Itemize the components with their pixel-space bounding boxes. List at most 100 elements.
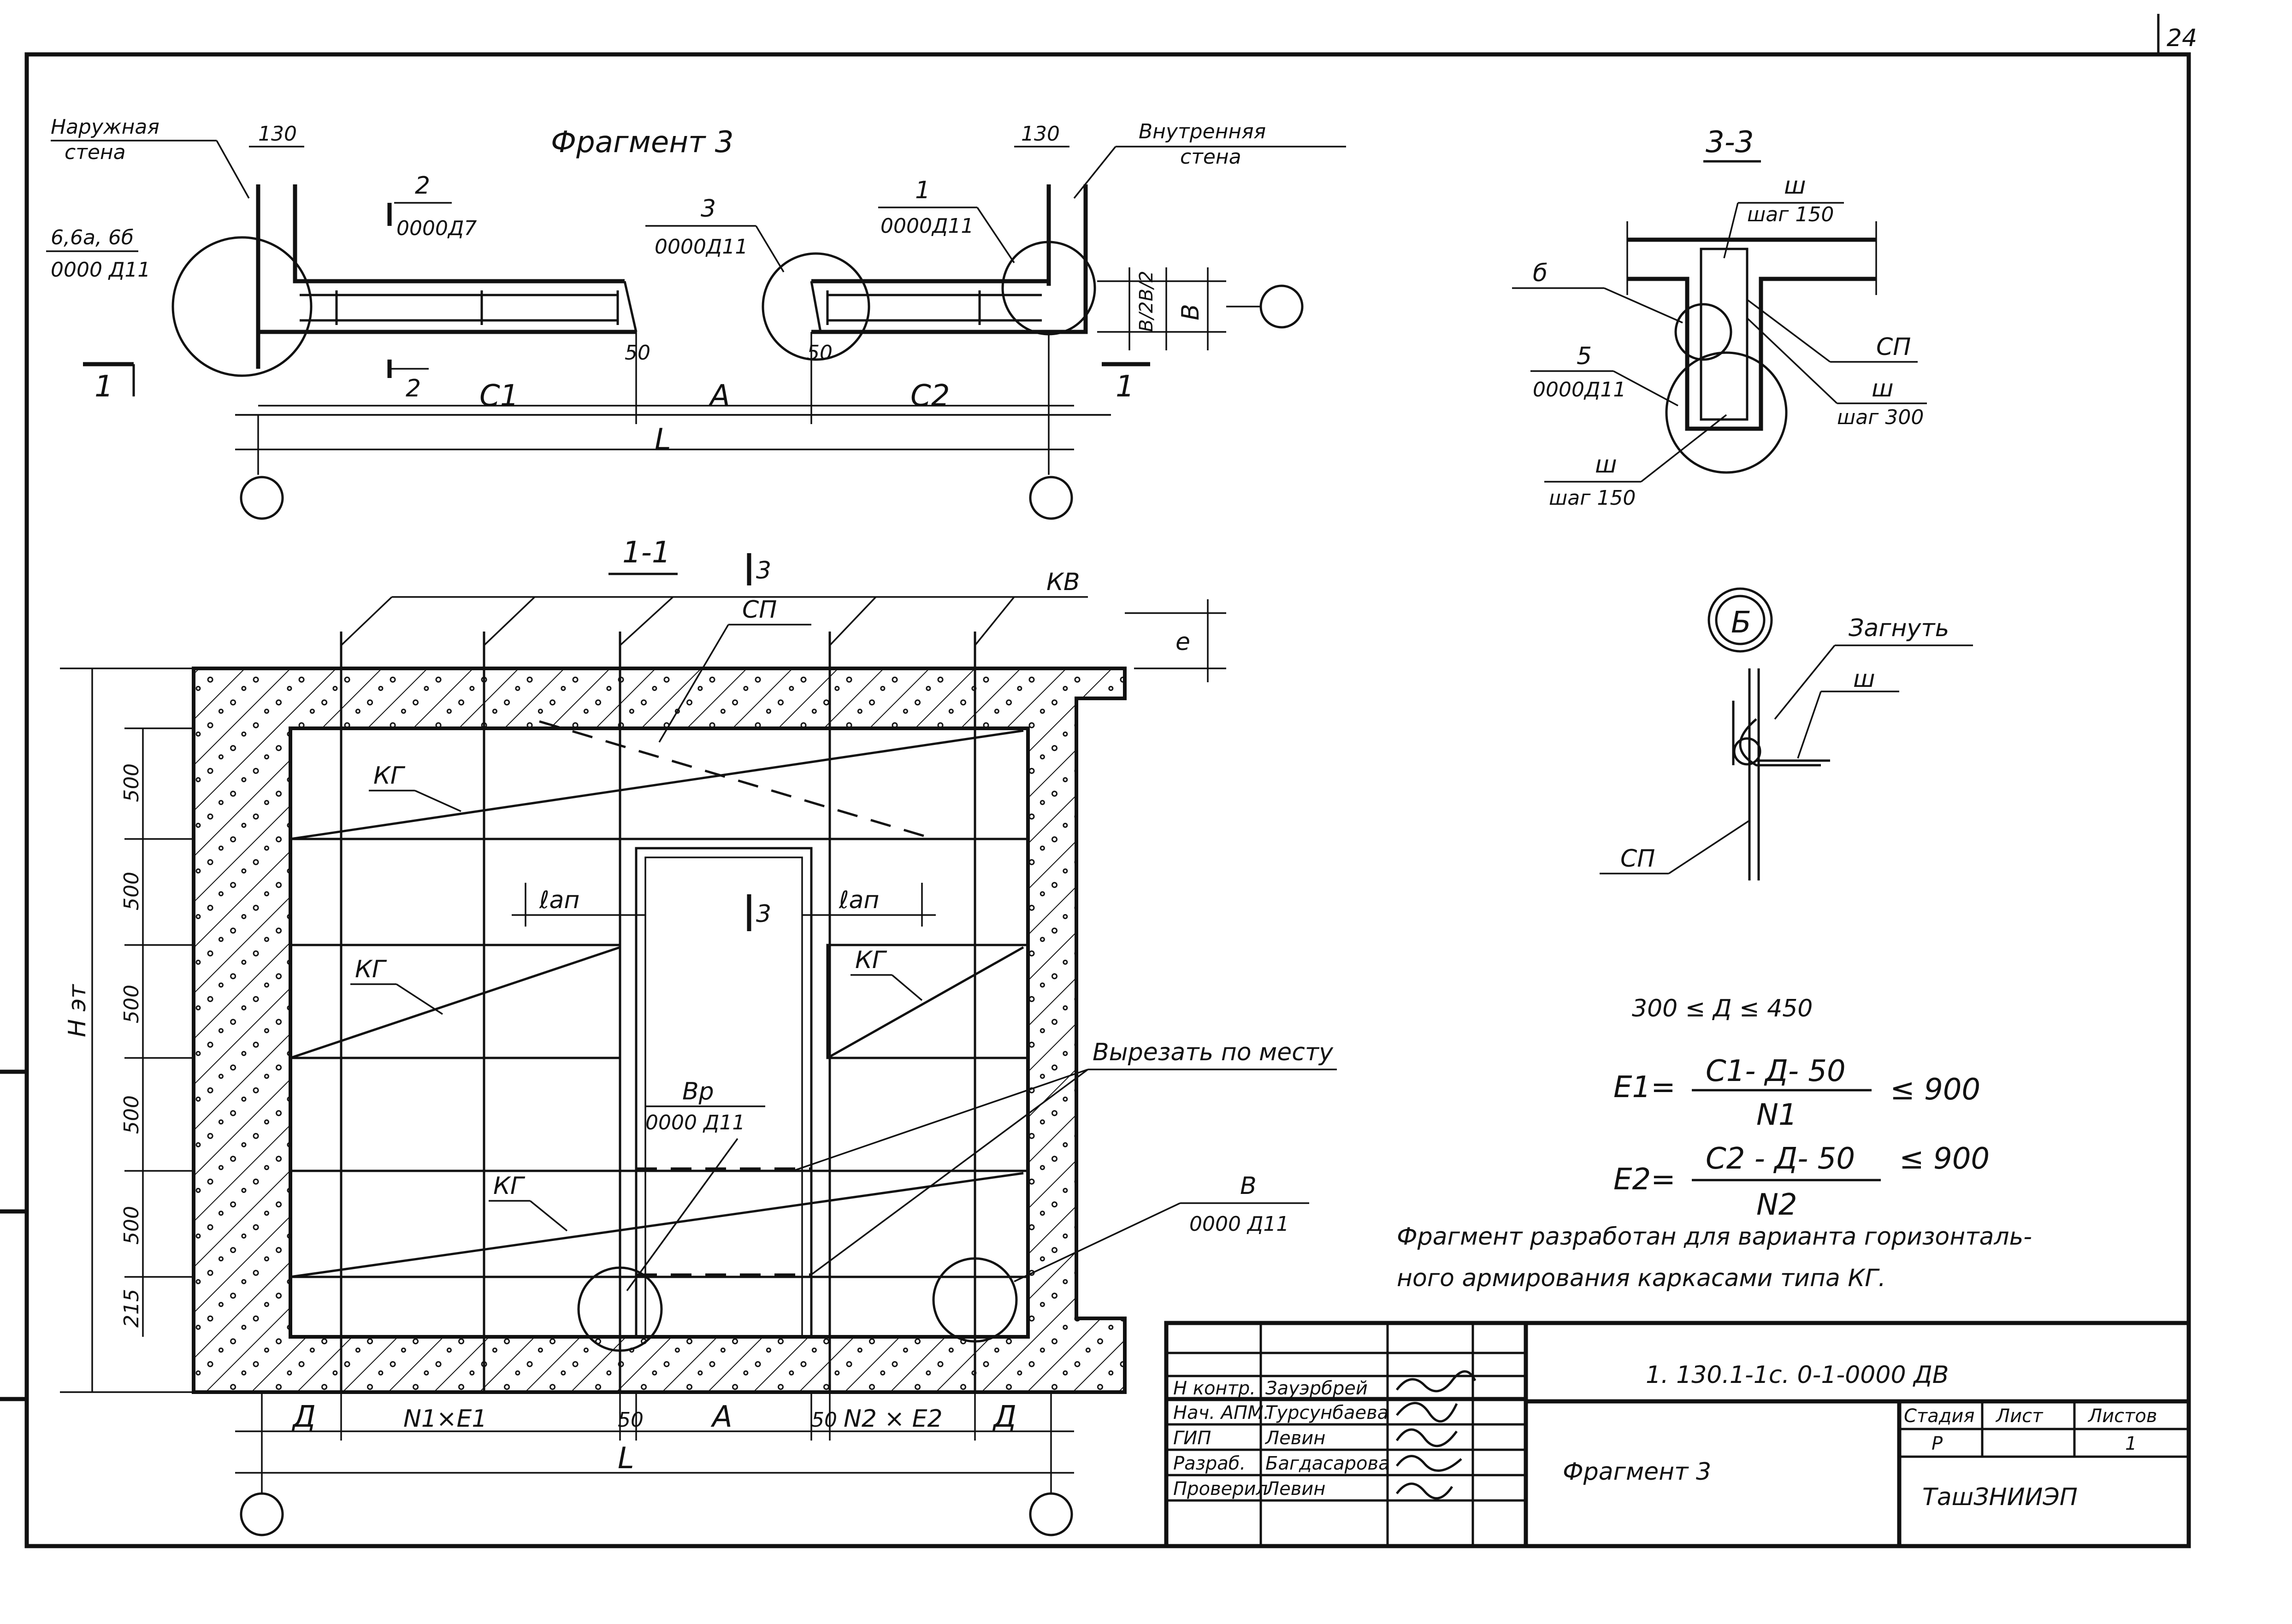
sheet-number: 24 [2167,24,2197,52]
height-dim: 500 [120,872,143,910]
stage-value: Р [1932,1433,1943,1454]
s33-label-b: б [1533,260,1548,287]
section-1-1: 1-1 3 [60,536,1337,1536]
tb-role: Разраб. [1173,1453,1246,1474]
dim-l: L [618,1441,634,1476]
callout-1-num: 1 [915,177,930,204]
v-num: В [1240,1172,1257,1200]
door-opening [635,847,813,1338]
height-dim: 500 [120,985,143,1023]
tb-role: Проверил [1173,1478,1268,1500]
tb-role: ГИП [1173,1428,1211,1449]
plan-dim-b: B [1177,304,1205,320]
axis-bubble [240,476,284,520]
dim-e: е [1176,628,1190,656]
kg-panel-bottom [289,1169,1029,1278]
dim-50a: 50 [618,1408,644,1432]
plan-dim-b-small: B/2B/2 [1136,271,1157,332]
plan-reinforcement [300,290,1042,325]
s33-step-300: шаг 300 [1837,406,1924,429]
detail-b-mark: Б [1731,606,1751,640]
title-block: 1. 130.1-1с. 0-1-0000 ДВ Н контр. Нач. А… [1164,1321,2191,1548]
lap-right: ℓап [839,886,879,914]
s33-label-sp: СП [1876,333,1911,361]
note-line-2: ного армирования каркасами типа КГ. [1397,1264,1886,1292]
plan-view: Фрагмент 3 Наружная стена [46,115,1346,520]
formula-e2-num: C2 - Д- 50 [1706,1142,1855,1176]
plan-dim-50a: 50 [625,341,650,365]
detail-b-bend: Загнуть [1849,614,1949,642]
cut-1-left: 1 [95,370,113,404]
kg-label-3: КГ [855,946,887,974]
s33-step-150-bot: шаг 150 [1549,486,1636,510]
note-line-1: Фрагмент разработан для варианта горизон… [1397,1223,2032,1251]
opening-jamb [810,281,822,332]
tb-name: Зауэрбрей [1265,1378,1368,1399]
outer-wall [256,184,625,369]
axis-bubble [1259,284,1304,329]
formula-range: 300 ≤ Д ≤ 450 [1632,995,1813,1022]
formula-e1-den: N1 [1756,1098,1797,1132]
sheet-name: Фрагмент 3 [1563,1458,1711,1486]
outer-wall-label: стена [65,141,126,164]
dim-130-left: 130 [258,122,297,146]
plan-dim-50b: 50 [807,341,833,365]
height-dim: 500 [120,1206,143,1245]
h-et: Н эт [64,984,91,1037]
dim-n2e2: N2 × E2 [844,1405,943,1433]
s33-w-top: ш [1784,172,1806,200]
opening-jamb [623,281,638,332]
s33-step-150-top: шаг 150 [1747,203,1834,226]
tb-name: Левин [1264,1478,1325,1500]
bp-num: Вр [682,1078,714,1105]
inner-wall-label: Внутренняя [1139,120,1266,143]
callout-66-num: 6,6а, 6б [51,226,134,249]
cut-2-bottom: 2 [406,375,421,402]
kg-panel-mid-right [826,944,1029,1059]
detail-b-w: ш [1853,665,1875,693]
dim-n1e1: N1×E1 [403,1405,487,1433]
s33-callout-5-num: 5 [1577,343,1592,370]
callout-2-num: 2 [415,172,430,200]
vertical-rods [340,632,976,1392]
height-dim: 500 [120,763,143,802]
formula-e2-lhs: E2= [1613,1163,1676,1197]
callout-3-ref: 0000Д11 [655,235,748,259]
label-kv: КВ [1046,568,1080,596]
doc-code: 1. 130.1-1с. 0-1-0000 ДВ [1646,1361,1949,1389]
callout-1-ref: 0000Д11 [880,214,974,238]
detail-circle-3 [762,252,870,361]
dim-d-left: Д [291,1400,316,1434]
dim-130-right: 130 [1021,122,1060,146]
plan-dim-l: L [655,423,671,457]
kg-panel-top [289,727,1029,840]
kg-label-2: КГ [355,956,387,983]
col-stage: Стадия [1904,1405,1974,1427]
kg-label-4: КГ [493,1172,526,1200]
detail-circle-outer [171,236,313,377]
formula-e2-den: N2 [1756,1188,1797,1222]
axis-bubble [1029,476,1073,520]
dim-50b: 50 [811,1408,837,1432]
org-name: ТашЗНИИЭП [1922,1483,2078,1511]
label-sp: СП [742,596,777,624]
formula-e2-rhs: ≤ 900 [1899,1142,1990,1176]
plan-dim-c1: C1 [479,379,519,413]
plan-dim-a: A [708,379,730,413]
cut-here-label: Вырезать по месту [1093,1039,1334,1066]
kg-label-1: КГ [373,762,406,790]
formula-e1-lhs: E1= [1613,1070,1676,1104]
s33-w-mid: ш [1872,375,1894,402]
col-sheet: Лист [1995,1405,2044,1427]
s33-callout-5-ref: 0000Д11 [1533,378,1626,402]
tb-name: Багдасарова [1265,1453,1390,1474]
detail-b-sp: СП [1620,845,1655,873]
cut-3-top: 3 [756,557,771,585]
section-11-title: 1-1 [622,536,671,570]
tb-name: Турсунбаева [1265,1402,1388,1423]
v-ref: 0000 Д11 [1189,1212,1289,1236]
callout-66-ref: 0000 Д11 [51,258,150,282]
outer-wall-label: Наружная [51,115,159,139]
callout-2-ref: 0000Д7 [396,217,477,240]
